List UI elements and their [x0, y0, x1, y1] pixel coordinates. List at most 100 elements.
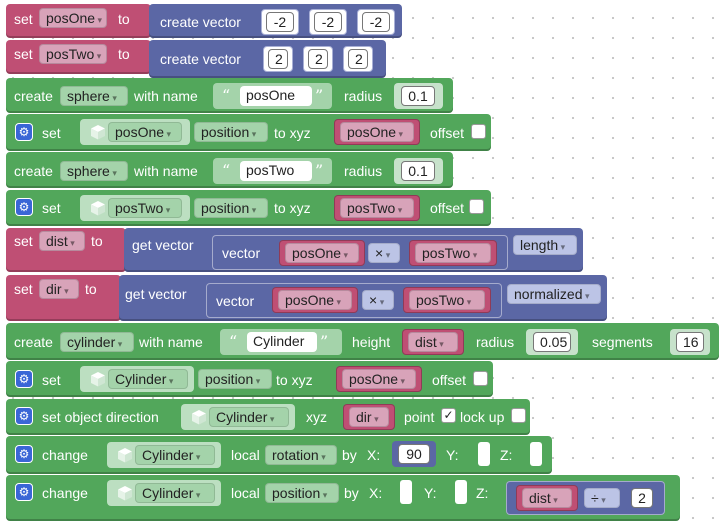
- shape-dropdown[interactable]: cylinder: [60, 332, 134, 352]
- open-quote-icon: “: [222, 86, 231, 105]
- segments-input[interactable]: 16: [670, 329, 710, 355]
- variable-dropdown-postwo[interactable]: posTwo: [39, 44, 107, 64]
- property-dropdown[interactable]: position: [194, 122, 268, 142]
- vector-z-input[interactable]: 2: [343, 46, 373, 72]
- by-label: by: [342, 447, 357, 463]
- point-checkbox[interactable]: ✓: [441, 408, 456, 423]
- operand-b[interactable]: posTwo: [409, 240, 497, 266]
- to-label: to: [118, 46, 130, 62]
- variable-dropdown-dist[interactable]: dist: [39, 231, 85, 251]
- gear-icon[interactable]: ⚙: [15, 123, 33, 141]
- variable-reporter[interactable]: posOne: [336, 366, 422, 392]
- vector-x-input[interactable]: -2: [261, 9, 299, 35]
- variable-dropdown-dir[interactable]: dir: [39, 279, 79, 299]
- offset-label: offset: [430, 125, 464, 141]
- cube-icon: [91, 372, 105, 387]
- vector-label: vector: [222, 245, 261, 261]
- x-empty-slot[interactable]: [400, 480, 412, 504]
- get-vector-label: get vector: [132, 237, 194, 253]
- close-quote-icon: ”: [320, 332, 329, 351]
- to-xyz-label: to xyz: [274, 125, 311, 141]
- cube-icon: [192, 410, 206, 425]
- x-value-input[interactable]: 90: [392, 441, 436, 467]
- function-dropdown[interactable]: length: [513, 235, 577, 255]
- gear-icon[interactable]: ⚙: [15, 198, 33, 216]
- open-quote-icon: “: [222, 161, 231, 180]
- property-dropdown[interactable]: position: [198, 369, 272, 389]
- gear-icon[interactable]: ⚙: [15, 445, 33, 463]
- shape-dropdown[interactable]: sphere: [60, 86, 128, 106]
- direction-variable-reporter[interactable]: dir: [343, 404, 395, 430]
- gear-icon[interactable]: ⚙: [15, 370, 33, 388]
- y-empty-slot[interactable]: [455, 480, 467, 504]
- operand-a[interactable]: posOne: [279, 240, 365, 266]
- cube-icon: [91, 201, 105, 216]
- z-empty-slot[interactable]: [530, 442, 542, 466]
- offset-checkbox[interactable]: [471, 124, 486, 139]
- local-label: local: [231, 485, 260, 501]
- height-label: height: [352, 334, 391, 350]
- with-name-label: with name: [134, 88, 198, 104]
- radius-input[interactable]: 0.1: [394, 83, 443, 109]
- set-label: set: [14, 46, 33, 62]
- with-name-label: with name: [134, 163, 198, 179]
- function-dropdown[interactable]: normalized: [507, 284, 601, 304]
- vector-y-input[interactable]: 2: [303, 46, 333, 72]
- object-name[interactable]: posTwo: [108, 198, 182, 218]
- operand-a[interactable]: posOne: [272, 287, 358, 313]
- y-empty-slot[interactable]: [478, 442, 490, 466]
- object-name[interactable]: Cylinder: [135, 445, 215, 465]
- z-label: Z:: [476, 485, 489, 501]
- shape-dropdown[interactable]: sphere: [60, 161, 128, 181]
- divisor-input[interactable]: 2: [626, 485, 658, 511]
- close-quote-icon: ”: [315, 161, 324, 180]
- radius-label: radius: [344, 88, 383, 104]
- cube-icon: [118, 486, 132, 501]
- z-label: Z:: [500, 447, 513, 463]
- object-name[interactable]: Cylinder: [108, 369, 188, 389]
- radius-input[interactable]: 0.1: [394, 158, 443, 184]
- dividend-variable-reporter[interactable]: dist: [516, 485, 578, 511]
- property-dropdown[interactable]: position: [265, 483, 339, 503]
- to-xyz-label: to xyz: [274, 200, 311, 216]
- name-text[interactable]: Cylinder: [247, 332, 317, 352]
- name-text[interactable]: posOne: [240, 86, 312, 106]
- gear-icon[interactable]: ⚙: [15, 407, 33, 425]
- gear-icon[interactable]: ⚙: [15, 483, 33, 501]
- vector-y-input[interactable]: -2: [309, 9, 347, 35]
- offset-checkbox[interactable]: [469, 199, 484, 214]
- property-dropdown[interactable]: rotation: [265, 445, 337, 465]
- property-dropdown[interactable]: position: [194, 198, 268, 218]
- variable-dropdown-posone[interactable]: posOne: [39, 8, 107, 28]
- offset-checkbox[interactable]: [473, 371, 488, 386]
- set-label: set: [42, 372, 61, 388]
- object-name[interactable]: Cylinder: [135, 483, 215, 503]
- object-name[interactable]: posOne: [108, 122, 182, 142]
- y-label: Y:: [424, 485, 437, 501]
- variable-reporter[interactable]: posOne: [334, 119, 420, 145]
- get-vector-label: get vector: [125, 286, 187, 302]
- radius-input[interactable]: 0.05: [526, 329, 578, 355]
- create-label: create: [14, 88, 53, 104]
- offset-label: offset: [430, 200, 464, 216]
- operand-b[interactable]: posTwo: [403, 287, 491, 313]
- x-label: X:: [367, 447, 381, 463]
- segments-label: segments: [592, 334, 653, 350]
- set-label: set: [14, 11, 33, 27]
- operator-dropdown[interactable]: ×: [362, 290, 394, 310]
- set-label: set: [42, 200, 61, 216]
- variable-reporter[interactable]: posTwo: [334, 195, 420, 221]
- point-label: point: [404, 409, 435, 425]
- set-label: set: [14, 281, 33, 297]
- vector-z-input[interactable]: -2: [357, 9, 395, 35]
- radius-label: radius: [476, 334, 515, 350]
- name-text[interactable]: posTwo: [240, 161, 312, 181]
- height-variable-reporter[interactable]: dist: [402, 329, 464, 355]
- change-label: change: [42, 485, 88, 501]
- vector-x-input[interactable]: 2: [263, 46, 293, 72]
- radius-label: radius: [344, 163, 383, 179]
- object-name[interactable]: Cylinder: [209, 407, 289, 427]
- lock-up-checkbox[interactable]: [511, 408, 526, 423]
- math-operator-dropdown[interactable]: ÷: [584, 488, 620, 508]
- operator-dropdown[interactable]: ×: [368, 243, 400, 263]
